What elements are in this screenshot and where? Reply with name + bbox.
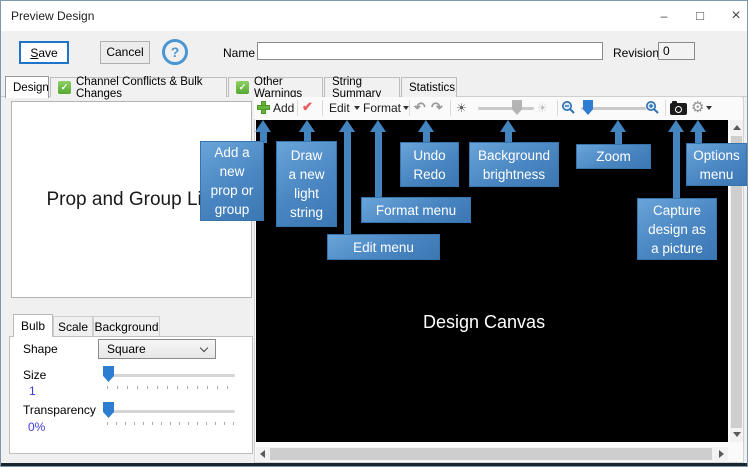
name-label: Name bbox=[223, 46, 256, 60]
design-canvas-label: Design Canvas bbox=[423, 312, 546, 332]
shape-select[interactable]: Square bbox=[98, 339, 216, 359]
transparency-value: 0% bbox=[28, 420, 46, 434]
callout-capture-picture: Capture design as a picture bbox=[637, 198, 717, 260]
callout-background-brightness: Background brightness bbox=[469, 142, 559, 187]
format-menu-button[interactable]: Format bbox=[363, 97, 409, 119]
tab-strip: Design ✓ Channel Conflicts & Bulk Change… bbox=[1, 76, 747, 100]
chevron-down-icon[interactable] bbox=[706, 106, 712, 110]
options-gear-icon[interactable]: ⚙ bbox=[691, 99, 705, 116]
callout-arrow-options bbox=[690, 120, 706, 132]
callout-zoom: Zoom bbox=[576, 144, 651, 169]
tab-string-summary[interactable]: String Summary bbox=[324, 76, 400, 100]
title-bar: Preview Design – □ × bbox=[1, 1, 747, 31]
brightness-high-icon: ☀ bbox=[537, 101, 548, 115]
callout-draw-light-string: Draw a new light string bbox=[276, 141, 337, 227]
brightness-slider-thumb[interactable] bbox=[512, 100, 522, 115]
help-icon[interactable]: ? bbox=[162, 39, 188, 65]
horizontal-scrollbar-thumb[interactable] bbox=[270, 448, 712, 460]
tab-other-warnings[interactable]: ✓ Other Warnings bbox=[228, 76, 323, 100]
add-button[interactable]: Add bbox=[254, 97, 300, 119]
maximize-button[interactable]: □ bbox=[696, 8, 704, 23]
callout-arrow-capture bbox=[668, 120, 684, 132]
green-check-icon: ✓ bbox=[236, 81, 249, 94]
vertical-scrollbar-thumb[interactable] bbox=[731, 136, 742, 428]
canvas-horizontal-scrollbar[interactable] bbox=[256, 447, 728, 461]
callout-format-menu: Format menu bbox=[361, 197, 471, 223]
transparency-slider-thumb[interactable] bbox=[103, 402, 114, 418]
size-label: Size bbox=[23, 368, 47, 382]
name-input[interactable] bbox=[257, 42, 603, 60]
tab-design[interactable]: Design bbox=[5, 76, 49, 98]
chevron-down-icon bbox=[403, 106, 409, 110]
callout-arrow-format bbox=[370, 120, 386, 132]
edit-menu-button[interactable]: Edit bbox=[327, 97, 361, 119]
undo-icon[interactable]: ↶ bbox=[414, 99, 426, 115]
brightness-low-icon: ☀ bbox=[456, 101, 467, 115]
callout-options-menu: Options menu bbox=[686, 143, 747, 186]
scroll-left-icon[interactable] bbox=[260, 450, 265, 458]
save-button[interactable]: Save bbox=[19, 41, 69, 64]
transparency-label: Transparency bbox=[23, 403, 96, 417]
zoom-out-icon[interactable] bbox=[561, 100, 576, 120]
chevron-down-icon bbox=[354, 106, 360, 110]
tab-scale[interactable]: Scale bbox=[53, 316, 93, 337]
callout-arrow-brightness bbox=[500, 120, 516, 132]
tab-background[interactable]: Background bbox=[93, 316, 160, 337]
tab-bulb[interactable]: Bulb bbox=[13, 314, 53, 337]
callout-add-new-prop: Add a new prop or group bbox=[200, 141, 264, 221]
window-title: Preview Design bbox=[11, 9, 95, 23]
draw-light-string-icon[interactable]: ✔ bbox=[302, 99, 313, 114]
scroll-down-icon[interactable] bbox=[732, 432, 741, 437]
canvas-vertical-scrollbar[interactable] bbox=[730, 120, 743, 442]
size-slider-ticks bbox=[107, 386, 237, 389]
tab-channel-conflicts[interactable]: ✓ Channel Conflicts & Bulk Changes bbox=[50, 76, 227, 100]
green-check-icon: ✓ bbox=[58, 81, 71, 94]
brightness-slider[interactable] bbox=[474, 97, 538, 119]
canvas-toolbar: Add ✔ Edit Format ↶ ↷ ☀ ☀ bbox=[254, 97, 742, 119]
callout-arrow-add bbox=[255, 120, 271, 132]
revision-label: Revision bbox=[613, 46, 660, 60]
callout-undo-redo: Undo Redo bbox=[400, 142, 459, 187]
prop-group-list-label: Prop and Group List bbox=[46, 188, 217, 210]
add-plus-icon bbox=[257, 101, 270, 114]
zoom-slider[interactable] bbox=[579, 97, 649, 119]
zoom-slider-thumb[interactable] bbox=[583, 100, 593, 115]
size-slider[interactable] bbox=[101, 364, 239, 384]
callout-edit-menu: Edit menu bbox=[327, 234, 440, 260]
window-bottom-edge bbox=[1, 463, 747, 466]
transparency-slider-ticks bbox=[107, 422, 237, 425]
tab-statistics[interactable]: Statistics bbox=[401, 77, 457, 97]
cancel-button[interactable]: Cancel bbox=[100, 41, 150, 64]
callout-arrow-undo bbox=[418, 120, 434, 132]
size-value: 1 bbox=[29, 384, 36, 398]
size-slider-thumb[interactable] bbox=[103, 366, 114, 382]
chevron-down-icon bbox=[199, 343, 209, 353]
scroll-right-icon[interactable] bbox=[719, 450, 724, 458]
scroll-up-icon[interactable] bbox=[732, 125, 741, 130]
zoom-in-icon[interactable] bbox=[645, 100, 660, 120]
callout-arrow-draw bbox=[299, 120, 315, 132]
capture-camera-icon[interactable] bbox=[670, 101, 687, 115]
redo-icon[interactable]: ↷ bbox=[431, 99, 443, 115]
revision-input[interactable] bbox=[658, 42, 695, 60]
callout-arrow-edit bbox=[339, 120, 355, 132]
minimize-button[interactable]: – bbox=[660, 9, 668, 23]
close-button[interactable]: × bbox=[731, 7, 741, 24]
shape-label: Shape bbox=[23, 342, 58, 356]
transparency-slider[interactable] bbox=[101, 400, 239, 420]
callout-arrow-zoom bbox=[610, 120, 626, 132]
